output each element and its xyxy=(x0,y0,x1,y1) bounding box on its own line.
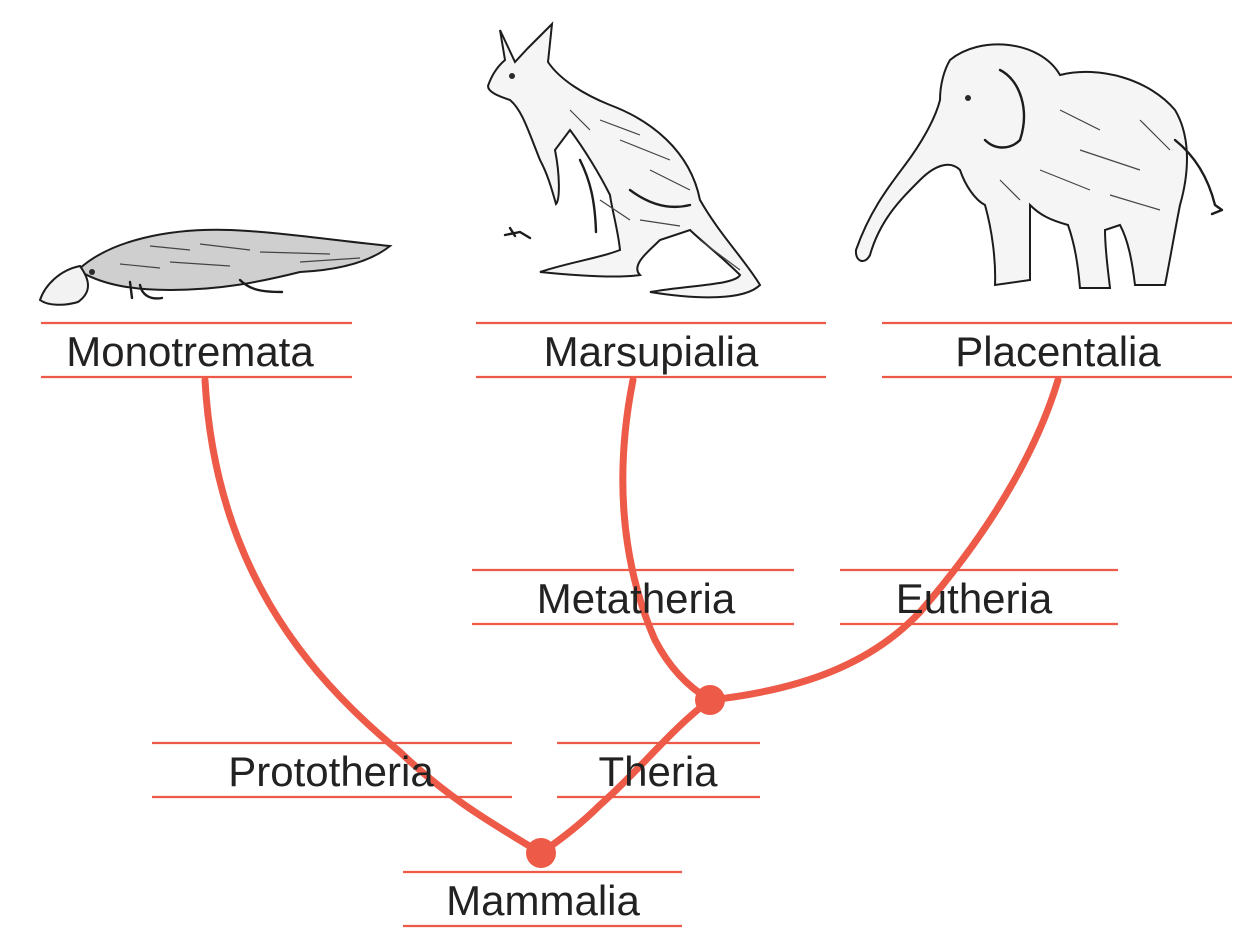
label-eutheria: Eutheria xyxy=(896,575,1053,622)
label-marsupialia: Marsupialia xyxy=(544,328,759,375)
node-theria xyxy=(695,685,725,715)
label-rules xyxy=(41,321,1232,928)
label-prototheria: Prototheria xyxy=(228,748,434,795)
kangaroo-drawing xyxy=(486,21,762,299)
branch-placentalia xyxy=(706,376,1062,704)
branch-marsupialia xyxy=(619,376,714,704)
branch-lines xyxy=(201,376,1062,857)
label-placentalia: Placentalia xyxy=(955,328,1161,375)
node-mammalia xyxy=(526,838,556,868)
platypus-drawing xyxy=(38,228,393,306)
branch-monotremata xyxy=(201,376,545,857)
label-monotremata: Monotremata xyxy=(66,328,314,375)
label-theria: Theria xyxy=(598,748,718,795)
label-metatheria: Metatheria xyxy=(537,575,736,622)
elephant-drawing xyxy=(854,43,1224,289)
label-mammalia: Mammalia xyxy=(446,877,640,924)
